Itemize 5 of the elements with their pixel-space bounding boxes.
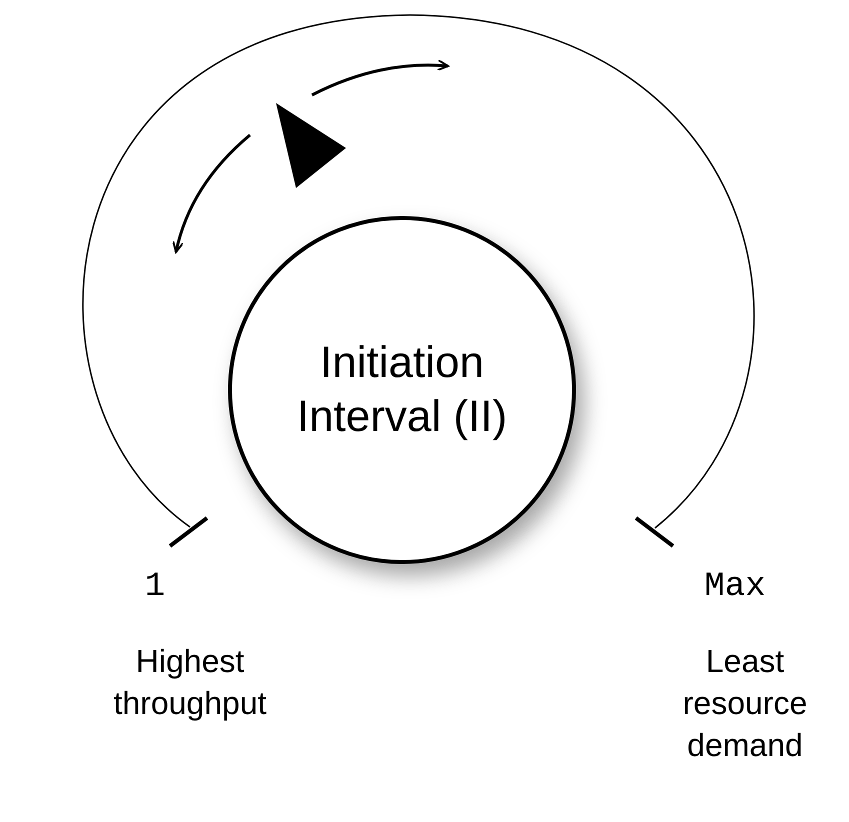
scale-caption: Least resource demand [682, 642, 808, 765]
scale-value: 1 [144, 568, 166, 606]
scale-value: Max [703, 568, 767, 606]
scale-caption: Highest throughput [112, 642, 268, 723]
knob-label: Initiation Interval (II) [296, 337, 508, 443]
